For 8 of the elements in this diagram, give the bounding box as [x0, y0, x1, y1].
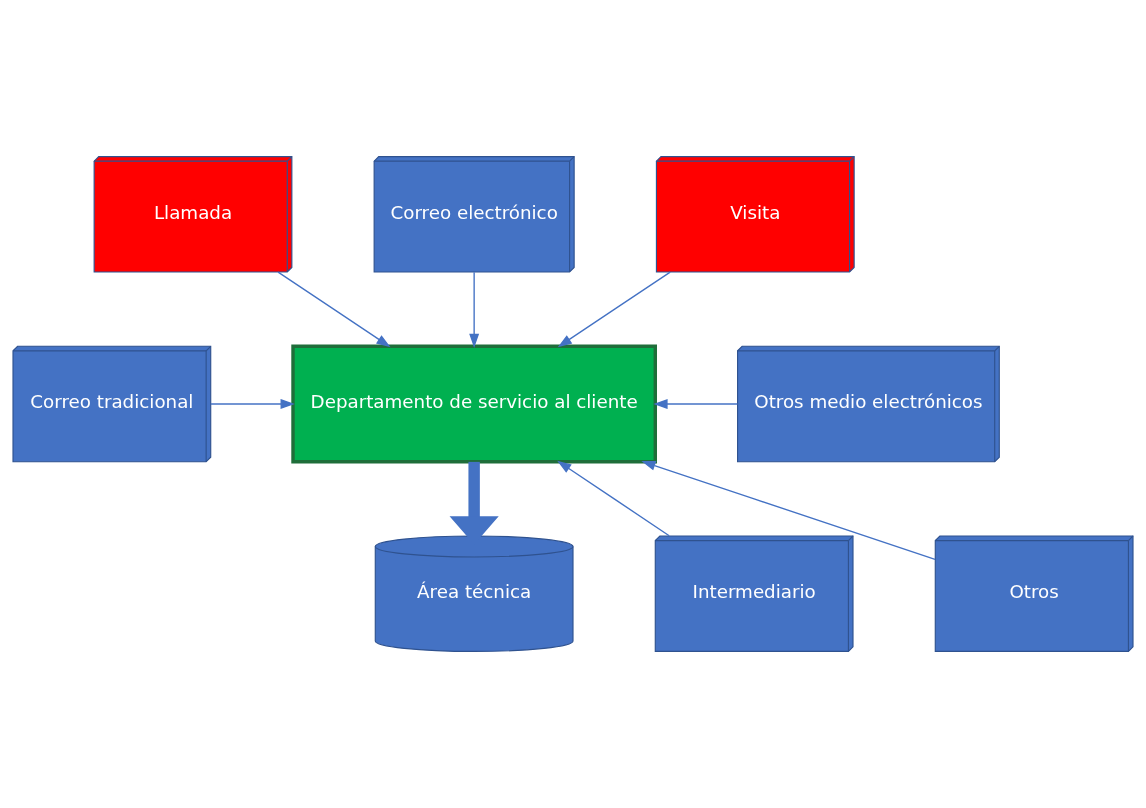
arrow	[557, 460, 670, 537]
arrow	[210, 399, 295, 409]
arrow	[469, 271, 480, 349]
node-box: Departamento de servicio al cliente	[291, 344, 657, 464]
arrow	[641, 460, 936, 561]
arrow	[277, 271, 391, 348]
arrow	[557, 271, 671, 348]
arrow	[653, 399, 739, 409]
